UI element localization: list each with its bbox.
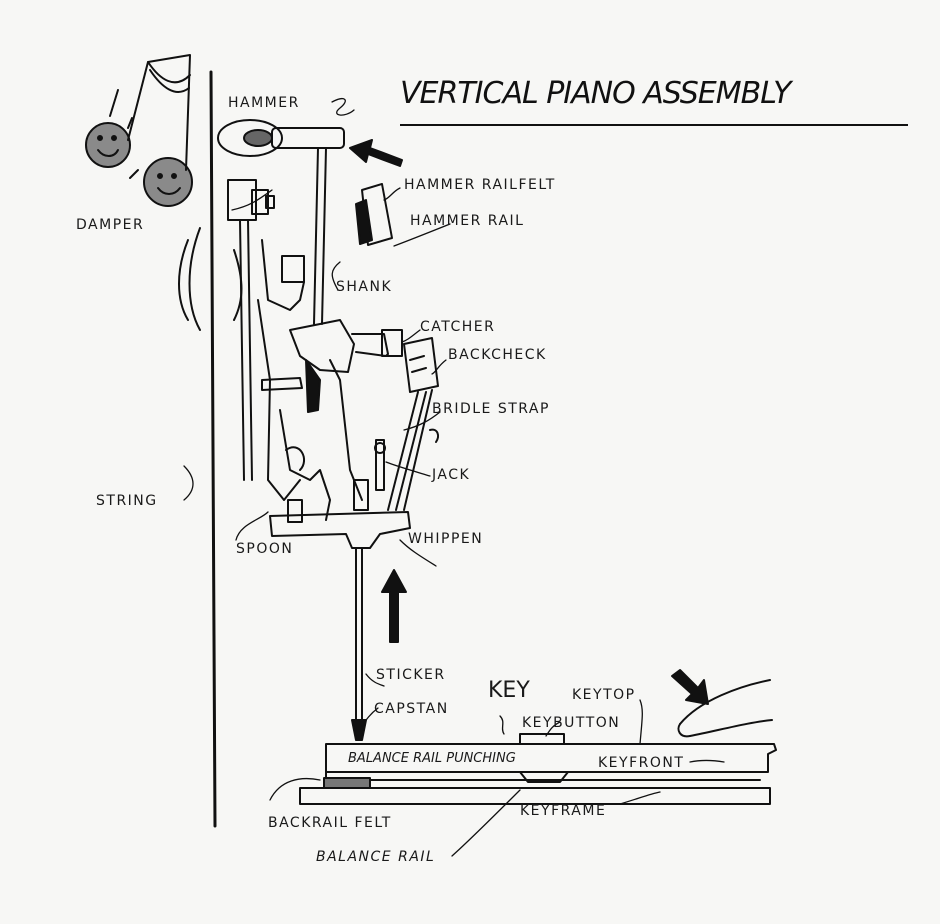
label-backcheck: BACKCHECK [448,347,547,363]
label-jack: JACK [432,467,471,483]
label-capstan: CAPSTAN [374,701,449,717]
label-shank: SHANK [336,279,393,295]
whippen-part [269,511,411,549]
action-mechanism [257,239,439,523]
title-underline [400,124,908,126]
label-spoon: SPOON [236,541,294,557]
label-keybutton: KEYBUTTON [522,715,621,731]
vibration-lines [178,227,243,331]
key-part [299,733,777,805]
leader-lines [183,98,725,857]
label-catcher: CATCHER [420,319,496,335]
label-balance-rail: BALANCE RAIL [316,849,436,865]
up-arrow-icon [381,569,407,643]
music-notes-icon [85,54,193,207]
finger-drawing [677,679,773,738]
hammer-part [217,119,345,325]
label-sticker: STICKER [376,667,446,683]
string-line [209,70,217,828]
label-backrail-felt: BACKRAIL FELT [268,815,392,831]
label-whippen: WHIPPEN [408,531,484,547]
arrow-icon [349,139,403,167]
label-balance-rail-punching: BALANCE RAIL PUNCHING [348,751,516,766]
label-damper: DAMPER [76,217,145,233]
label-hammer: HAMMER [228,95,300,111]
label-hammer-rail-felt: HAMMER RAILFELT [404,177,556,193]
label-hammer-rail: HAMMER RAIL [410,213,525,229]
label-keytop: KEYTOP [572,687,636,703]
label-keyframe: KEYFRAME [520,803,607,819]
hammer-rail-part [355,183,393,246]
label-keyfront: KEYFRONT [598,755,685,771]
label-bridle-strap: BRIDLE STRAP [432,401,550,417]
label-string: STRING [96,493,158,509]
damper-part [227,179,275,481]
page-title: VERTICAL PIANO ASSEMBLY [400,76,791,111]
sticker-part [351,547,367,741]
down-arrow-icon [671,669,709,705]
label-key: KEY [488,678,530,703]
